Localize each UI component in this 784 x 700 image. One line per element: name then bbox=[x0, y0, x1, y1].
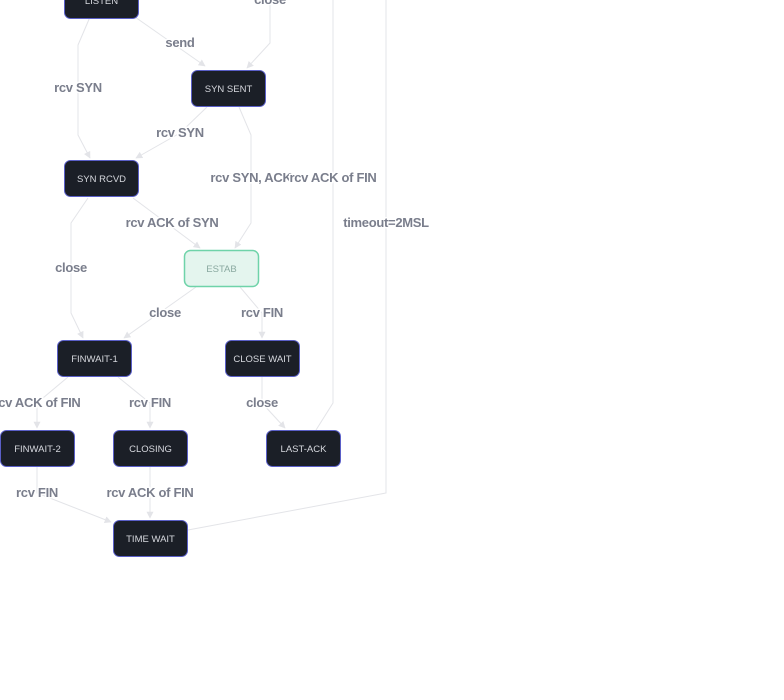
edge-label: rcv ACK of FIN bbox=[106, 485, 193, 500]
state-node-finwait1[interactable]: FINWAIT-1 bbox=[57, 340, 132, 377]
node-label: CLOSING bbox=[129, 444, 172, 455]
edge-close_wait-to-last_ack bbox=[261, 377, 286, 429]
edge-label: rcv ACK of FIN bbox=[289, 170, 376, 185]
node-label: FINWAIT-1 bbox=[71, 354, 118, 365]
edge-label: rcv ACK of FIN bbox=[0, 395, 81, 410]
edge-last_ack-to-end bbox=[315, 0, 334, 431]
edge-label: rcv FIN bbox=[241, 305, 283, 320]
node-label: FINWAIT-2 bbox=[14, 444, 61, 455]
edge-syn_sent-to-estab bbox=[234, 106, 252, 249]
edge-label: rcv FIN bbox=[16, 485, 58, 500]
node-box bbox=[266, 430, 341, 467]
node-label: CLOSE WAIT bbox=[233, 354, 291, 365]
edge-syn_sent-to-syn_rcvd bbox=[135, 106, 208, 159]
edge-label: close bbox=[246, 395, 278, 410]
node-label: LAST-ACK bbox=[281, 444, 328, 455]
edge-label: close bbox=[254, 0, 286, 7]
node-box bbox=[57, 340, 132, 377]
node-box bbox=[191, 70, 266, 107]
node-box bbox=[225, 340, 300, 377]
node-label: LISTEN bbox=[85, 0, 118, 7]
node-label: ESTAB bbox=[206, 264, 236, 275]
node-label: SYN SENT bbox=[205, 84, 253, 95]
edge-syn_rcvd-to-estab bbox=[132, 197, 201, 249]
edge-listen-to-syn_rcvd bbox=[77, 16, 91, 159]
state-node-close-wait[interactable]: CLOSE WAIT bbox=[225, 340, 300, 377]
edge-start-to-syn_sent bbox=[246, 0, 271, 69]
edge-label: rcv SYN bbox=[54, 80, 102, 95]
edge-syn_rcvd-to-finwait1 bbox=[70, 197, 89, 339]
edge-finwait1-to-closing bbox=[117, 376, 154, 429]
node-box bbox=[113, 520, 188, 557]
state-node-closing[interactable]: CLOSING bbox=[113, 430, 188, 467]
state-node-time-wait[interactable]: TIME WAIT bbox=[113, 520, 188, 557]
edge-finwait2-to-time_wait bbox=[36, 467, 112, 523]
edge-label: rcv SYN, ACK bbox=[210, 170, 292, 185]
node-box bbox=[64, 160, 139, 197]
edge-label: send bbox=[165, 35, 195, 50]
state-node-syn-sent[interactable]: SYN SENT bbox=[191, 70, 266, 107]
edge-label: timeout=2MSL bbox=[343, 215, 429, 230]
edge-label: rcv SYN bbox=[156, 125, 204, 140]
state-node-finwait2[interactable]: FINWAIT-2 bbox=[0, 430, 75, 467]
edge-finwait1-to-finwait2 bbox=[33, 376, 69, 429]
node-box bbox=[183, 249, 260, 288]
edge-estab-to-close_wait bbox=[239, 286, 266, 339]
edge-estab-to-finwait1 bbox=[123, 286, 197, 339]
state-node-syn-rcvd[interactable]: SYN RCVD bbox=[64, 160, 139, 197]
node-box bbox=[0, 430, 75, 467]
node-label: SYN RCVD bbox=[77, 174, 126, 185]
node-box bbox=[64, 0, 139, 19]
edge-label: rcv FIN bbox=[129, 395, 171, 410]
edge-label: rcv ACK of SYN bbox=[126, 215, 219, 230]
edge-time_wait-to-end bbox=[187, 0, 387, 531]
edge-listen-to-syn_sent bbox=[134, 16, 206, 67]
state-node-listen[interactable]: LISTEN bbox=[64, 0, 139, 19]
node-box bbox=[113, 430, 188, 467]
edge-label: close bbox=[55, 260, 87, 275]
edge-label: close bbox=[149, 305, 181, 320]
node-label: TIME WAIT bbox=[126, 534, 175, 545]
state-node-last-ack[interactable]: LAST-ACK bbox=[266, 430, 341, 467]
state-node-estab[interactable]: ESTAB bbox=[183, 249, 260, 288]
